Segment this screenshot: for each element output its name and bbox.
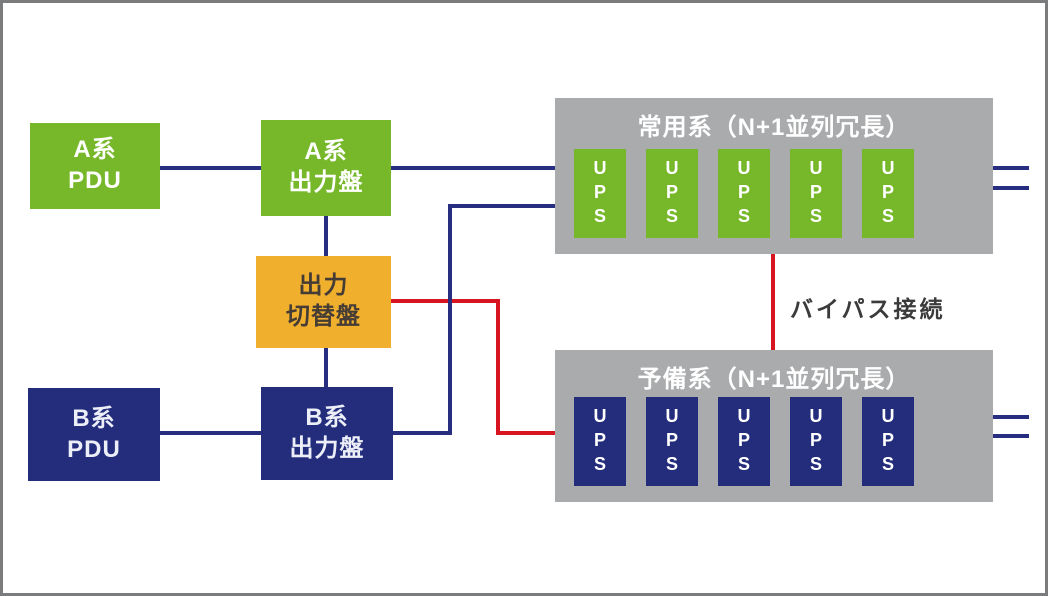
line-pdua-outputa [160, 166, 261, 170]
line-riser-normal [448, 204, 555, 208]
line-outputb-riser [393, 431, 452, 435]
ellipsis-dots-icon [939, 270, 978, 277]
group-standby-system: 予備系（N+1並列冗長） UPS UPS UPS UPS UPS [555, 350, 993, 527]
box-output-a-label: A系 出力盤 [288, 138, 364, 196]
ups-unit: UPS [790, 149, 842, 238]
line-normal-out-1 [993, 166, 1029, 170]
line-outputa-normal [391, 166, 555, 170]
box-output-switch-panel: 出力 切替盤 [256, 256, 391, 348]
box-pdu-a-label: A系 PDU [68, 136, 122, 194]
line-normal-out-2 [993, 186, 1029, 190]
ups-unit: UPS [574, 397, 626, 486]
box-output-b: B系 出力盤 [261, 387, 393, 480]
box-output-a: A系 出力盤 [261, 120, 391, 216]
ellipsis-dots-icon [939, 520, 978, 527]
group-normal-ups-row: UPS UPS UPS UPS UPS [574, 149, 914, 238]
ups-unit: UPS [646, 149, 698, 238]
box-output-b-label: B系 出力盤 [289, 403, 365, 462]
line-switch-outputb [324, 348, 328, 387]
line-outputa-switch [324, 216, 328, 256]
bypass-connection-label: バイパス接続 [790, 296, 946, 322]
line-standby-out-2 [993, 434, 1029, 438]
ups-unit: UPS [790, 397, 842, 486]
box-pdu-a: A系 PDU [30, 123, 160, 209]
group-normal-system: 常用系（N+1並列冗長） UPS UPS UPS UPS UPS [555, 98, 993, 277]
line-standby-out-1 [993, 415, 1029, 419]
group-standby-ups-row: UPS UPS UPS UPS UPS [574, 397, 914, 486]
ups-unit: UPS [718, 149, 770, 238]
red-line-into-standby [496, 431, 555, 435]
red-line-switch-out [391, 299, 500, 303]
group-standby-title: 予備系（N+1並列冗長） [637, 366, 911, 393]
ups-unit: UPS [574, 149, 626, 238]
line-riser-vertical [448, 204, 452, 435]
group-normal-title: 常用系（N+1並列冗長） [637, 114, 911, 141]
line-pdub-outputb [160, 431, 261, 435]
red-line-bypass [771, 254, 775, 350]
ups-unit: UPS [718, 397, 770, 486]
box-pdu-b-label: B系 PDU [67, 404, 121, 463]
red-line-switch-down [496, 299, 500, 435]
box-output-switch-panel-label: 出力 切替盤 [286, 272, 361, 330]
ups-unit: UPS [646, 397, 698, 486]
ups-unit: UPS [862, 397, 914, 486]
ups-unit: UPS [862, 149, 914, 238]
box-pdu-b: B系 PDU [28, 388, 160, 481]
